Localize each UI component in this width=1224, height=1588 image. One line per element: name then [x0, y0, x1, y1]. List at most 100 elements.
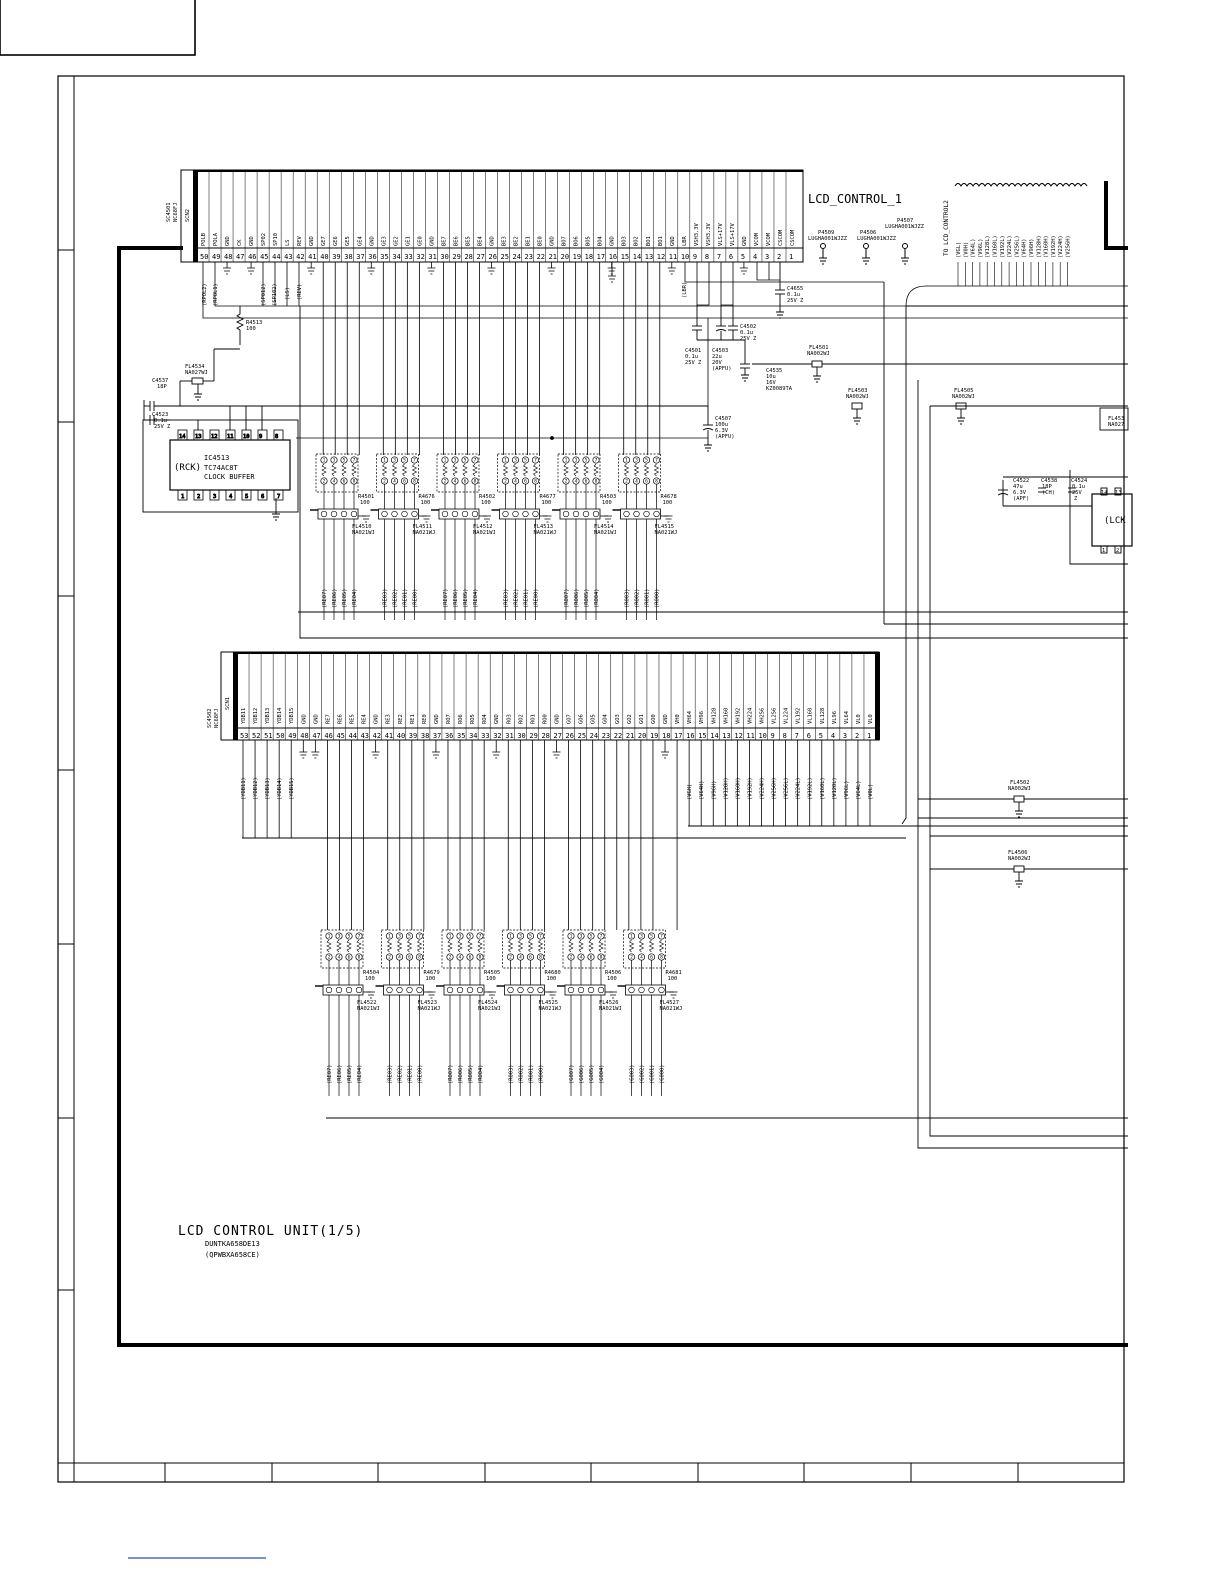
- ic-pin-number: 11: [227, 434, 234, 440]
- connector-top-pin-number: 21: [549, 253, 557, 261]
- connector-top-pin-number: 15: [621, 253, 629, 261]
- connector-bottom-pin-number: 44: [349, 732, 357, 740]
- ydb-net-label: (YDB14): [277, 777, 283, 800]
- array-net-label: (GO02): [640, 1065, 646, 1084]
- p4506-ref: P4506: [860, 230, 876, 236]
- net-sp102: (SP102): [272, 283, 278, 306]
- connector-bottom-pin-signal: GND: [374, 714, 380, 724]
- ground-symbol: [299, 751, 308, 759]
- svg-text:5: 5: [348, 934, 351, 940]
- connector-bottom-pin-signal: VH96: [699, 711, 705, 724]
- svg-text:3: 3: [393, 458, 396, 464]
- svg-text:1: 1: [625, 458, 628, 464]
- connector-top-pin-signal: GND: [670, 236, 676, 246]
- connector-top-pin-number: 25: [501, 253, 509, 261]
- ic-pin: [193, 429, 204, 441]
- connector-bottom-pin-number: 10: [758, 732, 766, 740]
- svg-text:6: 6: [650, 955, 653, 961]
- connector-top-pin-signal: GE7: [321, 236, 327, 246]
- array-filter-ref: FL4524: [478, 1000, 497, 1006]
- connector-top-pin-signal: CK: [237, 239, 243, 246]
- filters-right: [918, 795, 1128, 888]
- array-net-label: (GO05): [589, 1065, 595, 1084]
- resistor-array-block: 12(RO03)34(RO02)56(RO01)78(RO00)R4680100…: [496, 929, 561, 1096]
- connector-top-pin-signal: BE3: [502, 236, 508, 246]
- right-clock-region: [997, 407, 1133, 565]
- fl453-ref: FL453: [1108, 416, 1124, 422]
- connector-top-pin-signal: BO1: [658, 236, 664, 246]
- connector-bottom-pin-number: 45: [336, 732, 344, 740]
- fl4502-part: NA002WJ: [1008, 786, 1031, 792]
- array-net-label: (RE04): [473, 589, 479, 608]
- array-net-label: (RE06): [337, 1065, 343, 1084]
- connector-top-pin-signal: VCOM: [754, 232, 760, 246]
- svg-text:4: 4: [333, 479, 336, 485]
- svg-text:2: 2: [630, 955, 633, 961]
- ic-pin: [241, 489, 252, 501]
- array-filter-part: NA021WJ: [418, 1006, 441, 1012]
- fl4505-ref: FL4505: [954, 388, 973, 394]
- svg-text:8: 8: [655, 479, 658, 485]
- connector-bottom-pin-number: 28: [541, 732, 549, 740]
- array-net-label: (RE02): [393, 589, 399, 608]
- connector-bottom-ref: SC4502: [207, 709, 213, 728]
- c4507-v1: 100u: [715, 422, 728, 428]
- svg-text:5: 5: [408, 934, 411, 940]
- connector-bottom-pin-number: 37: [433, 732, 441, 740]
- svg-text:6: 6: [343, 479, 346, 485]
- connector-top-pin-number: 39: [332, 253, 340, 261]
- connector-bottom-pin-number: 34: [469, 732, 477, 740]
- p4509-part: LUGHA001WJZZ: [808, 236, 848, 242]
- connector-bottom-pin-number: 1: [867, 732, 871, 740]
- connector-top-pin-number: 23: [525, 253, 533, 261]
- ic-pin: [273, 429, 284, 441]
- connector-bottom-pin-signal: GO6: [579, 714, 585, 724]
- svg-text:2: 2: [565, 479, 568, 485]
- c4502-v2: 25V Z: [740, 336, 757, 342]
- connector-bottom-pin-signal: VL96: [832, 711, 838, 724]
- svg-text:6: 6: [464, 479, 467, 485]
- ground-symbol: [431, 751, 440, 759]
- connector-top-pin-number: 4: [753, 253, 757, 261]
- array-net-label: (RO07): [564, 589, 570, 608]
- connector-bottom-pin-number: 30: [517, 732, 525, 740]
- connector-top-pin-signal: GE6: [333, 236, 339, 246]
- right-net-label: (V160L): [993, 235, 999, 258]
- voltage-net-label: (V256H): [772, 777, 778, 800]
- connector-top-pin-number: 20: [561, 253, 569, 261]
- schematic-title: LCD_CONTROL_1: [808, 192, 902, 206]
- svg-text:2: 2: [444, 479, 447, 485]
- ground-symbol: [488, 991, 496, 999]
- array-resistor-ref: R4504: [363, 970, 379, 976]
- drawing-frame: [0, 0, 1125, 1483]
- ic4513-part: TC74AC8T: [204, 464, 239, 472]
- bottom-net-labels: (YDB11)(YDB12)(YDB13)(YDB14)(YDB15)(VGH)…: [241, 777, 874, 800]
- connector-top-pin-signal: BE5: [465, 236, 471, 246]
- connector-bottom-pin-number: 22: [614, 732, 622, 740]
- right-net-label: (VGL): [956, 242, 962, 258]
- connector-bottom-pin-number: 18: [662, 732, 670, 740]
- array-resistor-value: 100: [602, 500, 612, 506]
- voltage-net-label: (V224L): [796, 777, 802, 800]
- right-net-label: (V64H): [1022, 239, 1028, 258]
- array-net-label: (RE01): [403, 589, 409, 608]
- array-filter-ref: FL4512: [473, 524, 492, 530]
- connector-bottom-pin-number: 52: [252, 732, 260, 740]
- connector-top-pin-number: 10: [681, 253, 689, 261]
- c4537-v: 18P: [157, 384, 167, 390]
- array-net-label: (GO07): [569, 1065, 575, 1084]
- resistor-array-block: 12(RO03)34(RO02)56(RO01)78(RO00)R4678100…: [612, 453, 677, 620]
- right-net-stubs: (VGL)(V0H)(V64L)(V96L)(V128L)(V160L)(V19…: [905, 235, 1128, 307]
- array-filter-ref: FL4511: [413, 524, 432, 530]
- svg-text:4: 4: [338, 955, 341, 961]
- connector-bottom-pin-signal: VH160: [723, 708, 729, 724]
- svg-text:2: 2: [383, 479, 386, 485]
- connector-top-pin-number: 7: [717, 253, 721, 261]
- connector-bottom-pin-number: 3: [843, 732, 847, 740]
- connector-top-pin-signal: BE1: [526, 236, 532, 246]
- unit-code2: (QPWBXA658CE): [205, 1251, 260, 1259]
- connector-top-pin-number: 22: [537, 253, 545, 261]
- svg-text:7: 7: [600, 934, 603, 940]
- svg-text:6: 6: [524, 479, 527, 485]
- connector-bottom-pin-signal: GND: [494, 714, 500, 724]
